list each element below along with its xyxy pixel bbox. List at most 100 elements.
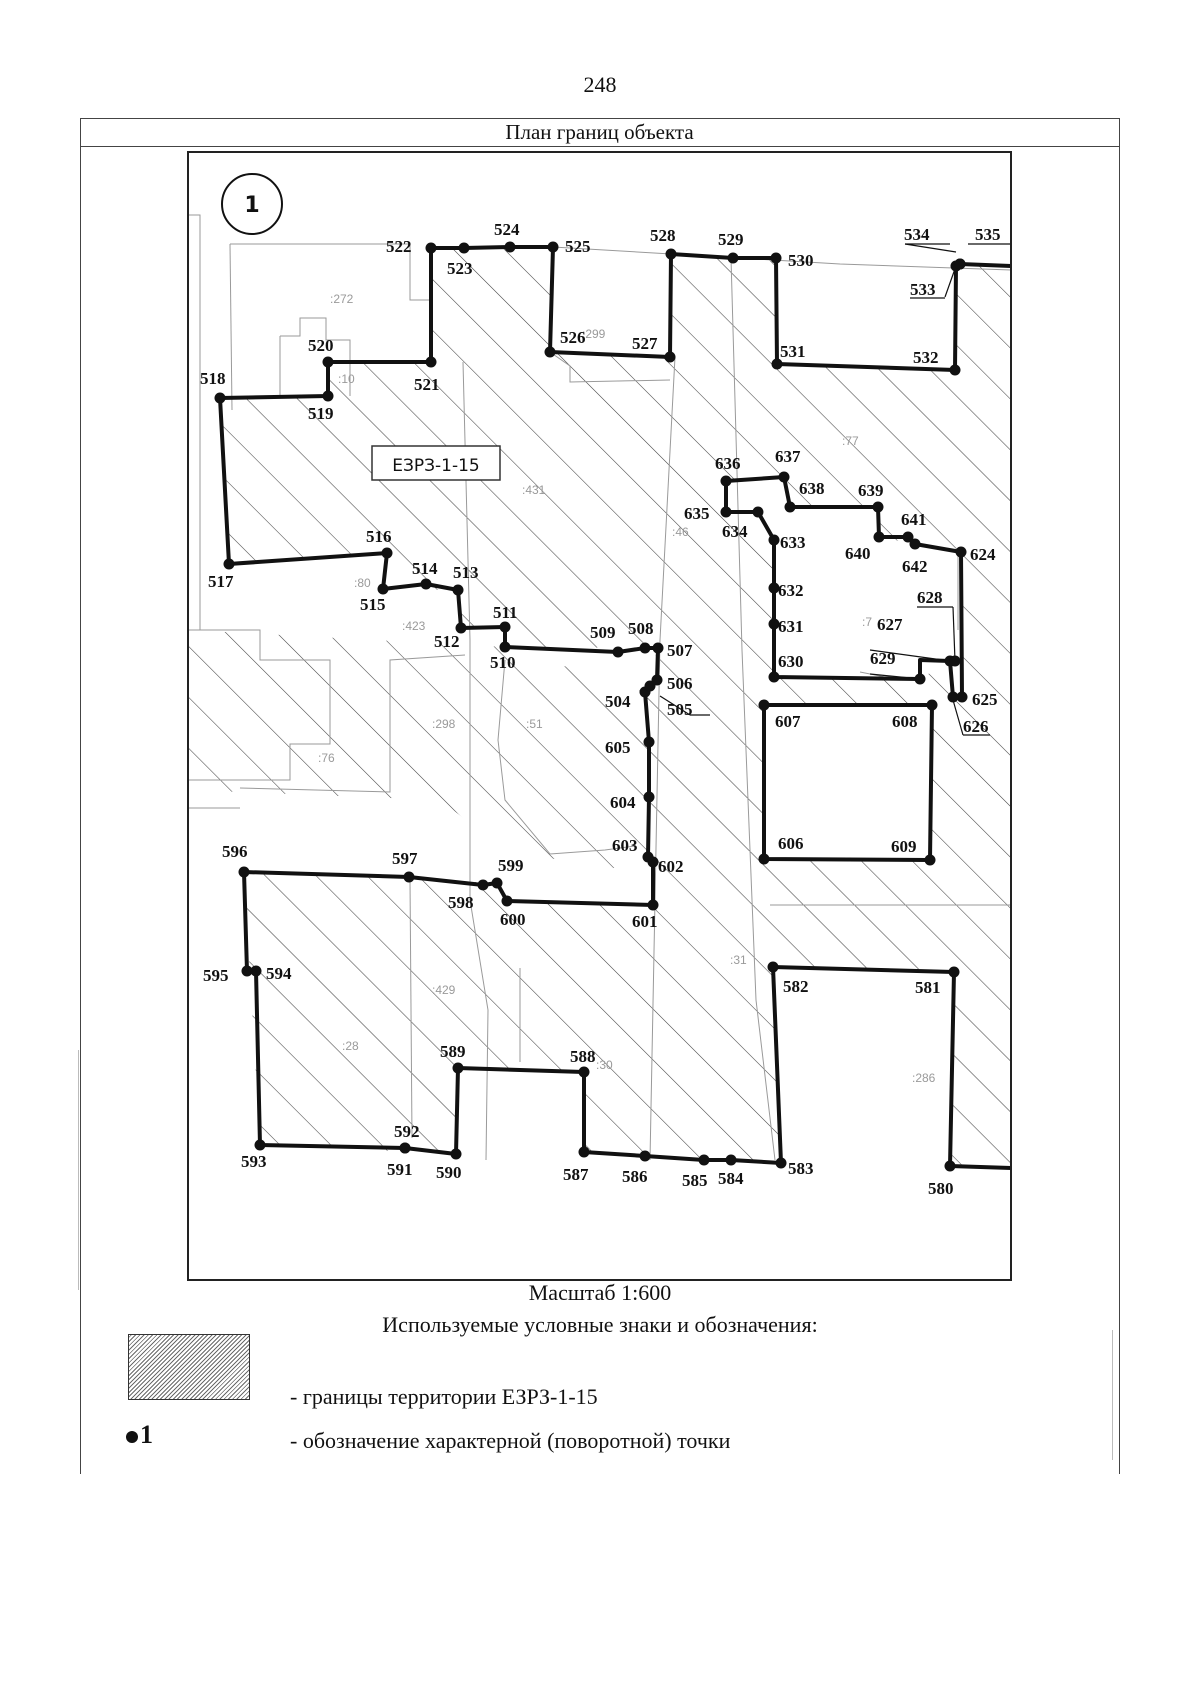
sheet-number: 1 bbox=[244, 193, 259, 218]
turning-point-marker bbox=[254, 1139, 266, 1151]
turning-point-label: 642 bbox=[902, 557, 928, 576]
parcel-line bbox=[730, 257, 776, 1161]
turning-point-label: 514 bbox=[412, 559, 438, 578]
turning-point-label: 586 bbox=[622, 1167, 648, 1186]
turning-point-marker bbox=[770, 252, 782, 264]
legend-zone-text: - границы территории ЕЗРЗ-1-15 bbox=[290, 1384, 598, 1409]
turning-point-label: 505 bbox=[667, 700, 693, 719]
turning-point-marker bbox=[949, 655, 961, 667]
turning-point-marker bbox=[381, 547, 393, 559]
parcel-number-label: :76 bbox=[318, 751, 335, 765]
turning-point-marker bbox=[639, 1150, 651, 1162]
leader-line bbox=[904, 243, 957, 253]
turning-point-label: 638 bbox=[799, 479, 825, 498]
turning-point-label: 512 bbox=[434, 632, 460, 651]
turning-point-label: 604 bbox=[610, 793, 636, 812]
turning-point-label: 522 bbox=[386, 237, 412, 256]
plan-title: План границ объекта bbox=[505, 120, 694, 144]
turning-point-marker bbox=[399, 1142, 411, 1154]
turning-point-marker bbox=[452, 1062, 464, 1074]
turning-point-label: 605 bbox=[605, 738, 631, 757]
legend-point-dot bbox=[126, 1431, 138, 1443]
turning-point-marker bbox=[458, 242, 470, 254]
turning-point-marker bbox=[914, 673, 926, 685]
turning-point-marker bbox=[758, 699, 770, 711]
turning-point-marker bbox=[491, 877, 503, 889]
turning-point-label: 585 bbox=[682, 1171, 708, 1190]
turning-point-label: 510 bbox=[490, 653, 516, 672]
parcel-number-label: :298 bbox=[432, 717, 456, 731]
turning-point-label: 632 bbox=[778, 581, 804, 600]
turning-point-marker bbox=[924, 854, 936, 866]
turning-point-marker bbox=[767, 961, 779, 973]
turning-point-label: 535 bbox=[975, 225, 1001, 244]
header-divider bbox=[80, 146, 1119, 147]
turning-point-marker bbox=[664, 351, 676, 363]
boundary-line bbox=[959, 262, 1011, 268]
turning-point-marker bbox=[322, 356, 334, 368]
turning-point-label: 595 bbox=[203, 966, 229, 985]
parcel-line bbox=[497, 659, 636, 855]
turning-point-marker bbox=[949, 364, 961, 376]
turning-point-label: 584 bbox=[718, 1169, 744, 1188]
turning-point-marker bbox=[643, 791, 655, 803]
turning-point-marker bbox=[499, 621, 511, 633]
turning-point-label: 523 bbox=[447, 259, 473, 278]
turning-point-marker bbox=[238, 866, 250, 878]
turning-point-label: 593 bbox=[241, 1152, 267, 1171]
turning-point-marker bbox=[425, 356, 437, 368]
turning-point-label: 601 bbox=[632, 912, 658, 931]
parcel-line bbox=[239, 654, 466, 793]
map-area: ЕЗРЗ-1-15 1 :272:10:299:77:431:46:80:423… bbox=[188, 152, 1011, 1280]
turning-point-label: 518 bbox=[200, 369, 226, 388]
turning-point-marker bbox=[241, 965, 253, 977]
turning-point-label: 606 bbox=[778, 834, 804, 853]
turning-point-label: 520 bbox=[308, 336, 334, 355]
turning-point-label: 630 bbox=[778, 652, 804, 671]
parcel-number-label: :28 bbox=[342, 1039, 359, 1053]
turning-point-label: 583 bbox=[788, 1159, 814, 1178]
zone-label-box bbox=[371, 445, 501, 481]
turning-point-label: 633 bbox=[780, 533, 806, 552]
turning-point-marker bbox=[420, 578, 432, 590]
turning-point-label: 626 bbox=[963, 717, 989, 736]
scan-edge-mark bbox=[78, 1050, 79, 1290]
turning-point-label: 609 bbox=[891, 837, 917, 856]
parcel-number-label: :30 bbox=[596, 1058, 613, 1072]
turning-point-label: 600 bbox=[500, 910, 526, 929]
turning-point-marker bbox=[665, 248, 677, 260]
turning-point-label: 521 bbox=[414, 375, 440, 394]
turning-point-marker bbox=[926, 699, 938, 711]
turning-point-marker bbox=[377, 583, 389, 595]
turning-point-marker bbox=[947, 691, 959, 703]
turning-point-marker bbox=[944, 1160, 956, 1172]
parcel-line bbox=[188, 629, 331, 781]
turning-point-marker bbox=[452, 584, 464, 596]
parcel-number-label: :51 bbox=[526, 717, 543, 731]
turning-point-label: 598 bbox=[448, 893, 474, 912]
turning-point-label: 596 bbox=[222, 842, 248, 861]
turning-point-marker bbox=[639, 642, 651, 654]
turning-point-label: 590 bbox=[436, 1163, 462, 1182]
turning-point-label: 640 bbox=[845, 544, 871, 563]
turning-point-label: 511 bbox=[493, 603, 518, 622]
turning-point-label: 504 bbox=[605, 692, 631, 711]
turning-point-label: 506 bbox=[667, 674, 693, 693]
map-frame bbox=[187, 151, 1012, 1281]
parcel-number-label: :7 bbox=[862, 615, 872, 629]
turning-point-label: 525 bbox=[565, 237, 591, 256]
turning-point-marker bbox=[223, 558, 235, 570]
turning-point-marker bbox=[651, 674, 663, 686]
parcel-line bbox=[462, 361, 489, 1161]
turning-point-label: 634 bbox=[722, 522, 748, 541]
turning-point-marker bbox=[547, 241, 559, 253]
turning-point-label: 531 bbox=[780, 342, 806, 361]
turning-point-marker bbox=[455, 622, 467, 634]
turning-point-marker bbox=[752, 506, 764, 518]
boundary-line bbox=[228, 551, 1011, 1170]
parcel-lines bbox=[188, 214, 1011, 1161]
leader-line bbox=[952, 699, 964, 736]
turning-point-marker bbox=[698, 1154, 710, 1166]
turning-point-label: 589 bbox=[440, 1042, 466, 1061]
turning-point-marker bbox=[501, 895, 513, 907]
